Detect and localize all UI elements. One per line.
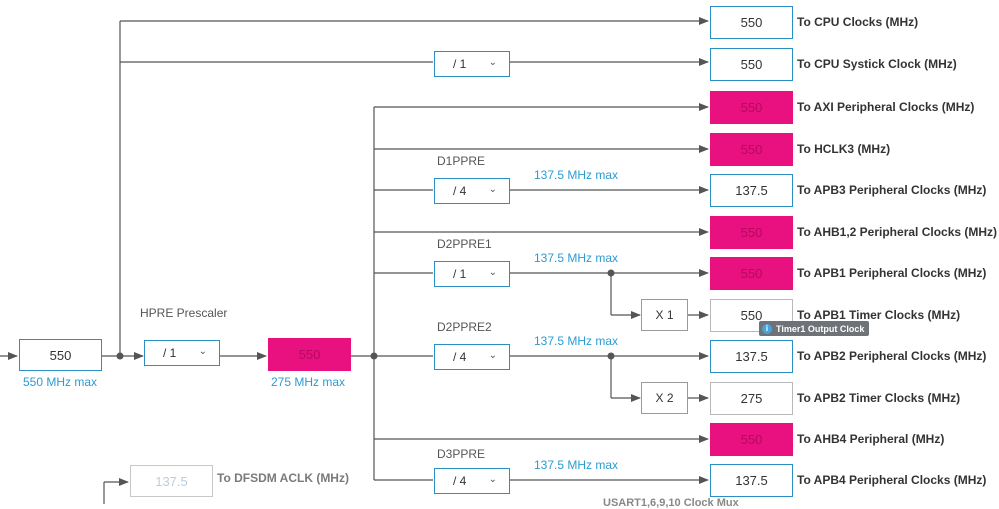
chevron-down-icon: ⌄ bbox=[488, 474, 497, 485]
chevron-down-icon: ⌄ bbox=[488, 267, 497, 278]
chevron-down-icon: ⌄ bbox=[198, 346, 207, 357]
output-destination-label: To CPU Clocks (MHz) bbox=[797, 15, 919, 29]
info-icon: i bbox=[762, 323, 772, 334]
output-value-box[interactable]: 550 bbox=[710, 48, 793, 81]
output-value-box[interactable]: 137.5 bbox=[710, 174, 793, 207]
d2ppre2-value: / 4 bbox=[453, 350, 467, 364]
tooltip-text: Timer1 Output Clock bbox=[776, 323, 865, 334]
output-destination-label: To CPU Systick Clock (MHz) bbox=[797, 57, 957, 71]
d3ppre-value: / 4 bbox=[453, 474, 467, 488]
d1ppre-max: 137.5 MHz max bbox=[534, 168, 619, 182]
output-destination-label: To APB1 Peripheral Clocks (MHz) bbox=[797, 266, 987, 280]
d3ppre-label: D3PPRE bbox=[437, 447, 486, 461]
d1ppre-label: D1PPRE bbox=[437, 154, 486, 168]
dfsdm-aclk-label: To DFSDM ACLK (MHz) bbox=[217, 471, 349, 485]
d1ppre-value: / 4 bbox=[453, 184, 467, 198]
input-clock-max: 550 MHz max bbox=[23, 375, 98, 389]
dfsdm-aclk-value[interactable]: 137.5 bbox=[130, 465, 213, 497]
d2ppre1-label: D2PPRE1 bbox=[437, 237, 492, 251]
output-value-box[interactable]: 550 bbox=[710, 6, 793, 39]
output-value-box[interactable]: 550 bbox=[710, 133, 793, 166]
hclk-value[interactable]: 550 bbox=[268, 338, 351, 371]
d2ppre2-select[interactable]: / 4 ⌄ bbox=[434, 344, 510, 370]
d3ppre-select[interactable]: / 4 ⌄ bbox=[434, 468, 510, 494]
output-value-box[interactable]: 137.5 bbox=[710, 340, 793, 373]
usart-clock-mux-label: USART1,6,9,10 Clock Mux bbox=[603, 497, 739, 509]
output-value-box[interactable]: 275 bbox=[710, 382, 793, 415]
input-clock-value[interactable]: 550 bbox=[19, 339, 102, 371]
output-destination-label: To AHB4 Peripheral (MHz) bbox=[797, 432, 945, 446]
output-value-box[interactable]: 550 bbox=[710, 423, 793, 456]
output-destination-label: To AHB1,2 Peripheral Clocks (MHz) bbox=[797, 225, 998, 239]
output-destination-label: To AXI Peripheral Clocks (MHz) bbox=[797, 100, 975, 114]
d2ppre1-select[interactable]: / 1 ⌄ bbox=[434, 261, 510, 287]
chevron-down-icon: ⌄ bbox=[488, 350, 497, 361]
chevron-down-icon: ⌄ bbox=[488, 184, 497, 195]
output-value-box[interactable]: 137.5 bbox=[710, 464, 793, 497]
hpre-prescaler-select[interactable]: / 1 ⌄ bbox=[144, 340, 220, 366]
output-destination-label: To APB2 Timer Clocks (MHz) bbox=[797, 391, 961, 405]
d2ppre1-max: 137.5 MHz max bbox=[534, 251, 619, 265]
output-value-box[interactable]: 550 bbox=[710, 91, 793, 124]
systick-divider-value: / 1 bbox=[453, 57, 467, 71]
hpre-prescaler-value: / 1 bbox=[163, 346, 177, 360]
output-destination-label: To APB3 Peripheral Clocks (MHz) bbox=[797, 183, 987, 197]
d2ppre2-max: 137.5 MHz max bbox=[534, 334, 619, 348]
d2ppre2-label: D2PPRE2 bbox=[437, 320, 492, 334]
hclk-max: 275 MHz max bbox=[271, 375, 346, 389]
output-value-box[interactable]: 550 bbox=[710, 299, 793, 332]
output-value-box[interactable]: 550 bbox=[710, 257, 793, 290]
apb2-timer-multiplier[interactable]: X 2 bbox=[641, 382, 688, 414]
output-value-box[interactable]: 550 bbox=[710, 216, 793, 249]
apb1-timer-multiplier[interactable]: X 1 bbox=[641, 299, 688, 331]
d2ppre1-value: / 1 bbox=[453, 267, 467, 281]
d1ppre-select[interactable]: / 4 ⌄ bbox=[434, 178, 510, 204]
timer-output-tooltip: i Timer1 Output Clock bbox=[759, 321, 870, 336]
output-destination-label: To APB2 Peripheral Clocks (MHz) bbox=[797, 349, 987, 363]
output-destination-label: To HCLK3 (MHz) bbox=[797, 142, 891, 156]
systick-divider-select[interactable]: / 1 ⌄ bbox=[434, 51, 510, 77]
output-destination-label: To APB4 Peripheral Clocks (MHz) bbox=[797, 473, 987, 487]
hpre-label: HPRE Prescaler bbox=[140, 306, 228, 320]
d3ppre-max: 137.5 MHz max bbox=[534, 458, 619, 472]
output-destination-label: To APB1 Timer Clocks (MHz) bbox=[797, 308, 961, 322]
chevron-down-icon: ⌄ bbox=[488, 57, 497, 68]
